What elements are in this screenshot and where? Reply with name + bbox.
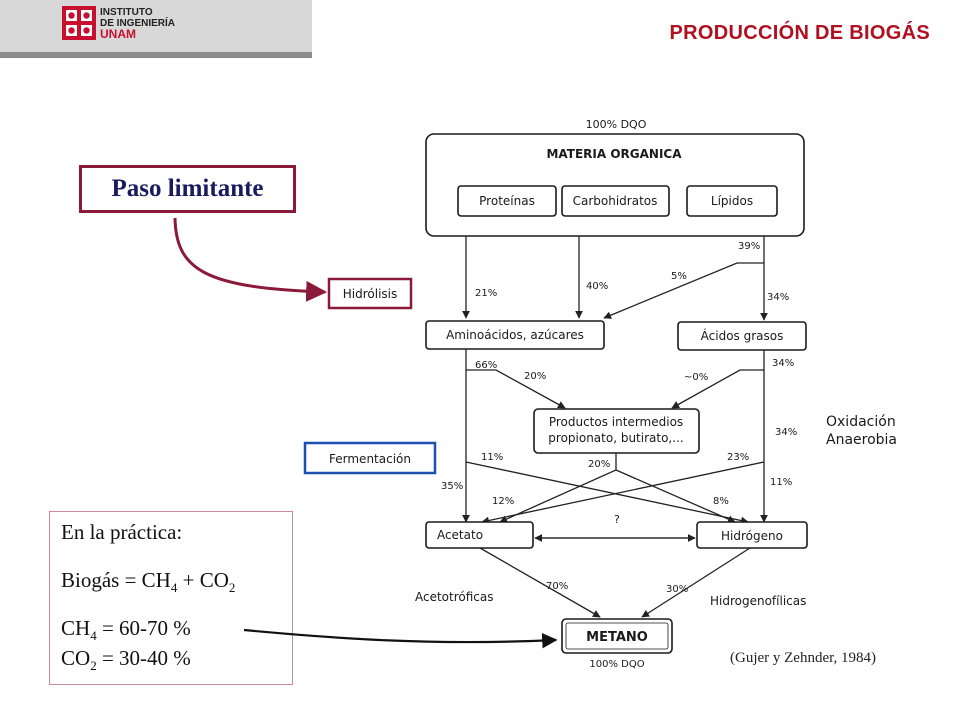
carbohidratos-label: Carbohidratos	[573, 194, 658, 208]
metano-box	[561, 618, 673, 654]
fermentacion-box	[303, 441, 437, 475]
acetato-label: Acetato	[437, 528, 483, 542]
pct-12: 12%	[492, 496, 514, 507]
lipidos-label: Lípidos	[711, 194, 753, 208]
metano-label: METANO	[586, 630, 648, 645]
aminoacidos-to-intermedios-flow	[466, 369, 566, 409]
pct-40: 40%	[586, 281, 608, 292]
hidrogeno-label: Hidrógeno	[721, 529, 783, 543]
lipidos-box	[686, 185, 778, 217]
practica-box: En la práctica: Biogás = CH4 + CO2 CH4 =…	[49, 511, 293, 685]
materia-organica-label: MATERIA ORGANICA	[546, 147, 682, 161]
carbohidratos-box	[561, 185, 670, 217]
logo-text-line1: INSTITUTO	[100, 7, 153, 18]
proteinas-label: Proteínas	[479, 194, 535, 208]
ch4-range: CH4 = 60-70 %	[61, 616, 191, 644]
acidos-to-intermedios-flow	[671, 369, 764, 409]
aminoacidos-box	[425, 320, 605, 350]
logo-text-unam: UNAM	[100, 27, 136, 41]
pct-21: 21%	[475, 288, 497, 299]
anaerobia-label: Anaerobia	[826, 432, 897, 448]
hidrolisis-label: Hidrólisis	[343, 287, 398, 301]
lipidos-to-aminoacidos-flow	[603, 262, 764, 319]
ch4-to-metano-arrow	[243, 628, 558, 649]
fermentacion-label: Fermentación	[329, 452, 411, 466]
co2-range: CO2 = 30-40 %	[61, 646, 191, 674]
logo-text-line2: DE INGENIERÍA	[100, 18, 176, 29]
intermedios-line1: Productos intermedios	[549, 415, 683, 429]
pct-5: 5%	[671, 271, 687, 282]
intermedios-line2: propionato, butirato,...	[548, 431, 683, 445]
biogas-process-diagram: 100% DQO MATERIA ORGANICA Proteínas Carb…	[303, 118, 897, 670]
pct-34b: 34%	[772, 358, 794, 369]
hidrogeno-to-metano-flow	[641, 547, 751, 618]
aminoacidos-label: Aminoácidos, azúcares	[446, 328, 584, 342]
pct-0: ~0%	[684, 372, 708, 383]
hidrolisis-box	[327, 277, 413, 310]
aminoacidos-to-hidrogeno-flow	[465, 461, 749, 525]
pct-30: 30%	[666, 584, 688, 595]
oxidacion-label: Oxidación	[826, 414, 896, 430]
citation: (Gujer y Zehnder, 1984)	[730, 650, 877, 666]
pct-34a: 34%	[767, 292, 789, 303]
bottom-dqo-label: 100% DQO	[589, 659, 644, 670]
paso-limitante-callout: Paso limitante	[79, 165, 296, 213]
acidos-to-acetato-flow	[481, 461, 765, 525]
pct-23: 23%	[727, 452, 749, 463]
intermedios-to-hidrogeno-flow	[615, 469, 736, 523]
acidos-grasos-box	[677, 321, 807, 351]
pct-39: 39%	[738, 241, 760, 252]
pct-66: 66%	[475, 360, 497, 371]
pct-11a: 11%	[481, 452, 503, 463]
page-title: PRODUCCIÓN DE BIOGÁS	[669, 22, 930, 44]
biogas-composition: Biogás = CH4 + CO2	[61, 568, 236, 596]
acetato-box	[425, 521, 534, 549]
limitante-to-hidrolisis-arrow	[173, 217, 328, 302]
logo-banner	[0, 0, 312, 58]
top-dqo-label: 100% DQO	[586, 118, 647, 131]
proteinas-box	[457, 185, 557, 217]
pct-8: 8%	[713, 496, 729, 507]
pct-35: 35%	[441, 481, 463, 492]
pct-70: 70%	[546, 581, 568, 592]
pct-20b: 20%	[588, 459, 610, 470]
hidrogeno-box	[696, 521, 808, 549]
acetato-to-metano-flow	[479, 547, 601, 618]
acidos-grasos-label: Ácidos grasos	[701, 328, 784, 343]
practica-heading: En la práctica:	[61, 520, 183, 544]
pct-11b: 11%	[770, 477, 792, 488]
unknown-flow-label: ?	[614, 513, 620, 526]
pct-20a: 20%	[524, 371, 546, 382]
hidrogenofilicas-label: Hidrogenofílicas	[710, 594, 806, 608]
institute-logo-icon	[62, 6, 96, 40]
pct-34c: 34%	[775, 427, 797, 438]
acetotroficas-label: Acetotróficas	[415, 590, 494, 604]
